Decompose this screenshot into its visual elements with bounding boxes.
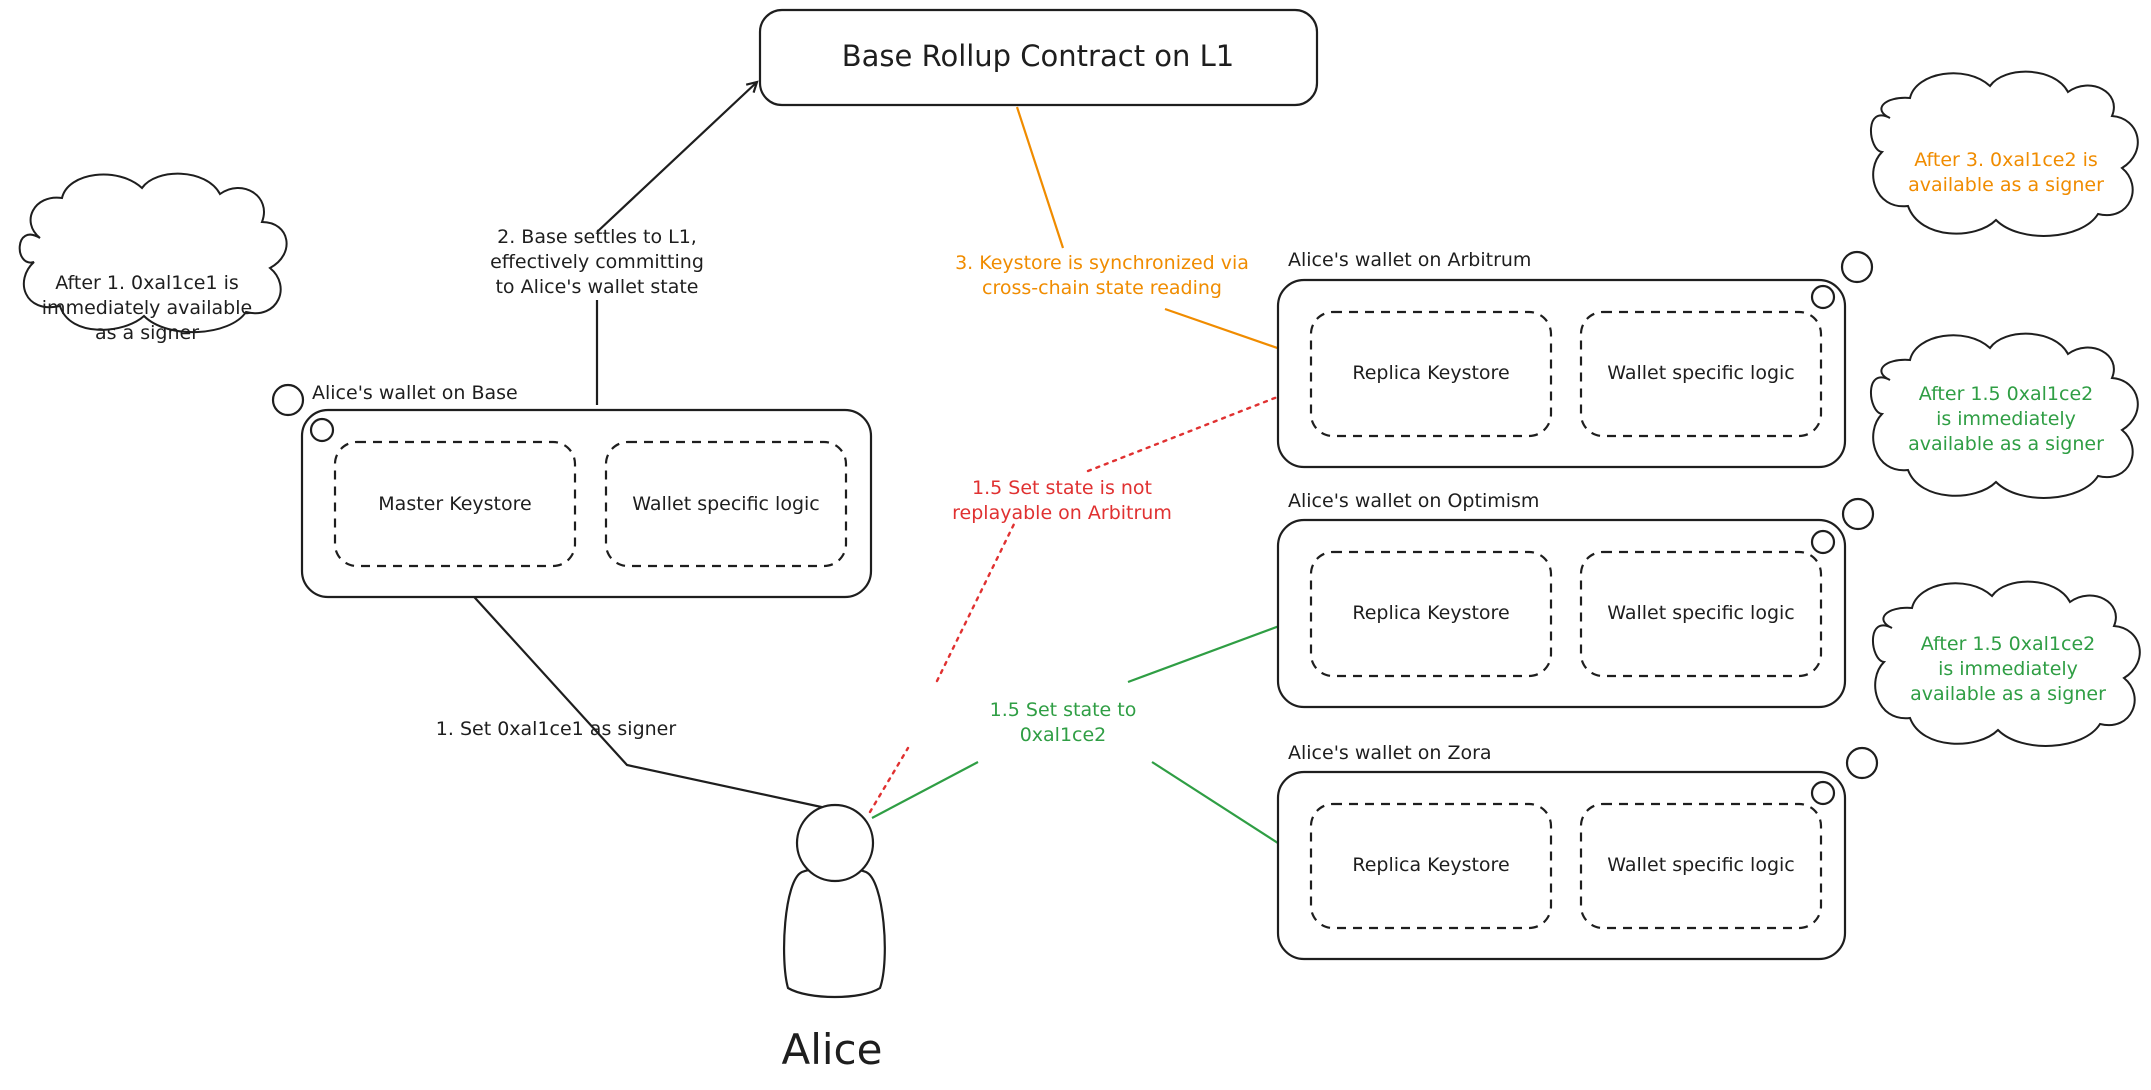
- master-keystore-label: Master Keystore: [378, 493, 531, 515]
- base-wallet-box: Master Keystore Wallet specific logic: [300, 408, 873, 599]
- step1-label: 1. Set 0xal1ce1 as signer: [436, 718, 677, 740]
- step15-red-label-line-1: 1.5 Set state is not: [972, 477, 1152, 499]
- arbitrum-keystore-label: Replica Keystore: [1352, 362, 1509, 384]
- zora-wallet-box: Replica Keystore Wallet specific logic: [1276, 770, 1847, 961]
- wallet-ring-icon: [309, 417, 335, 443]
- thought-cloud-optimism: After 1.5 0xal1ce2 is immediately availa…: [1841, 332, 2139, 531]
- step15-green-label-line-2: 0xal1ce2: [1020, 724, 1107, 746]
- step2-label-line-2: effectively committing: [490, 251, 704, 273]
- thought-cloud-zora: After 1.5 0xal1ce2 is immediately availa…: [1845, 580, 2141, 780]
- step15-green-label-line-1: 1.5 Set state to: [990, 699, 1137, 721]
- thought-zora-line-2: is immediately: [1938, 658, 2078, 680]
- arbitrum-logic-label: Wallet specific logic: [1607, 362, 1794, 384]
- wallet-ring-icon: [1810, 284, 1836, 310]
- alice-person-icon: [782, 803, 886, 999]
- thought-bubble-icon: [1840, 250, 1874, 284]
- optimism-wallet-box: Replica Keystore Wallet specific logic: [1276, 518, 1847, 709]
- l1-contract-title: Base Rollup Contract on L1: [842, 39, 1234, 73]
- optimism-keystore-label: Replica Keystore: [1352, 602, 1509, 624]
- arbitrum-logic-box: [1579, 310, 1823, 438]
- thought-arbitrum-line-1: After 3. 0xal1ce2 is: [1914, 149, 2098, 171]
- step2-label-line-1: 2. Base settles to L1,: [497, 226, 697, 248]
- zora-wallet-label: Alice's wallet on Zora: [1288, 742, 1492, 764]
- thought-bubble-icon: [1845, 746, 1879, 780]
- optimism-wallet-label: Alice's wallet on Optimism: [1288, 490, 1539, 512]
- arrow-step15-red: [868, 385, 1308, 814]
- master-keystore-box: [333, 440, 577, 568]
- thought-cloud-base: After 1. 0xal1ce1 is immediately availab…: [18, 172, 305, 417]
- optimism-logic-box: [1579, 550, 1823, 678]
- arbitrum-wallet-label: Alice's wallet on Arbitrum: [1288, 249, 1531, 271]
- arrow-step3: [1015, 106, 1312, 360]
- alice-name: Alice: [781, 1025, 882, 1074]
- step2-label-line-3: to Alice's wallet state: [495, 276, 698, 298]
- thought-optimism-line-3: available as a signer: [1908, 433, 2104, 455]
- thought-base-line-3: as a signer: [95, 322, 199, 344]
- thought-base-line-2: immediately available: [42, 297, 252, 319]
- thought-optimism-line-2: is immediately: [1936, 408, 2076, 430]
- zora-keystore-box: [1309, 802, 1553, 930]
- base-logic-box: [604, 440, 848, 568]
- thought-zora-line-1: After 1.5 0xal1ce2: [1921, 633, 2096, 655]
- l1-contract-box: Base Rollup Contract on L1: [758, 8, 1319, 107]
- base-wallet-label: Alice's wallet on Base: [312, 382, 518, 404]
- thought-bubble-icon: [271, 383, 305, 417]
- thought-base-line-1: After 1. 0xal1ce1 is: [55, 272, 239, 294]
- wallet-ring-icon: [1810, 780, 1836, 806]
- thought-arbitrum-line-2: available as a signer: [1908, 174, 2104, 196]
- step3-label-line-2: cross-chain state reading: [982, 277, 1222, 299]
- arbitrum-keystore-box: [1309, 310, 1553, 438]
- thought-cloud-arbitrum: After 3. 0xal1ce2 is available as a sign…: [1840, 70, 2139, 284]
- arrow-step2: [595, 82, 757, 405]
- arrow-step1: [446, 566, 827, 810]
- thought-optimism-line-1: After 1.5 0xal1ce2: [1919, 383, 2094, 405]
- thought-zora-line-3: available as a signer: [1910, 683, 2106, 705]
- arrow-step15-green-a: [871, 761, 979, 819]
- base-logic-label: Wallet specific logic: [632, 493, 819, 515]
- step15-red-label-line-2: replayable on Arbitrum: [952, 502, 1172, 524]
- thought-bubble-icon: [1841, 497, 1875, 531]
- optimism-keystore-box: [1309, 550, 1553, 678]
- zora-logic-box: [1579, 802, 1823, 930]
- zora-logic-label: Wallet specific logic: [1607, 854, 1794, 876]
- zora-keystore-label: Replica Keystore: [1352, 854, 1509, 876]
- arbitrum-wallet-box: Replica Keystore Wallet specific logic: [1276, 278, 1847, 469]
- optimism-logic-label: Wallet specific logic: [1607, 602, 1794, 624]
- step3-label-line-1: 3. Keystore is synchronized via: [955, 252, 1249, 274]
- wallet-ring-icon: [1810, 529, 1836, 555]
